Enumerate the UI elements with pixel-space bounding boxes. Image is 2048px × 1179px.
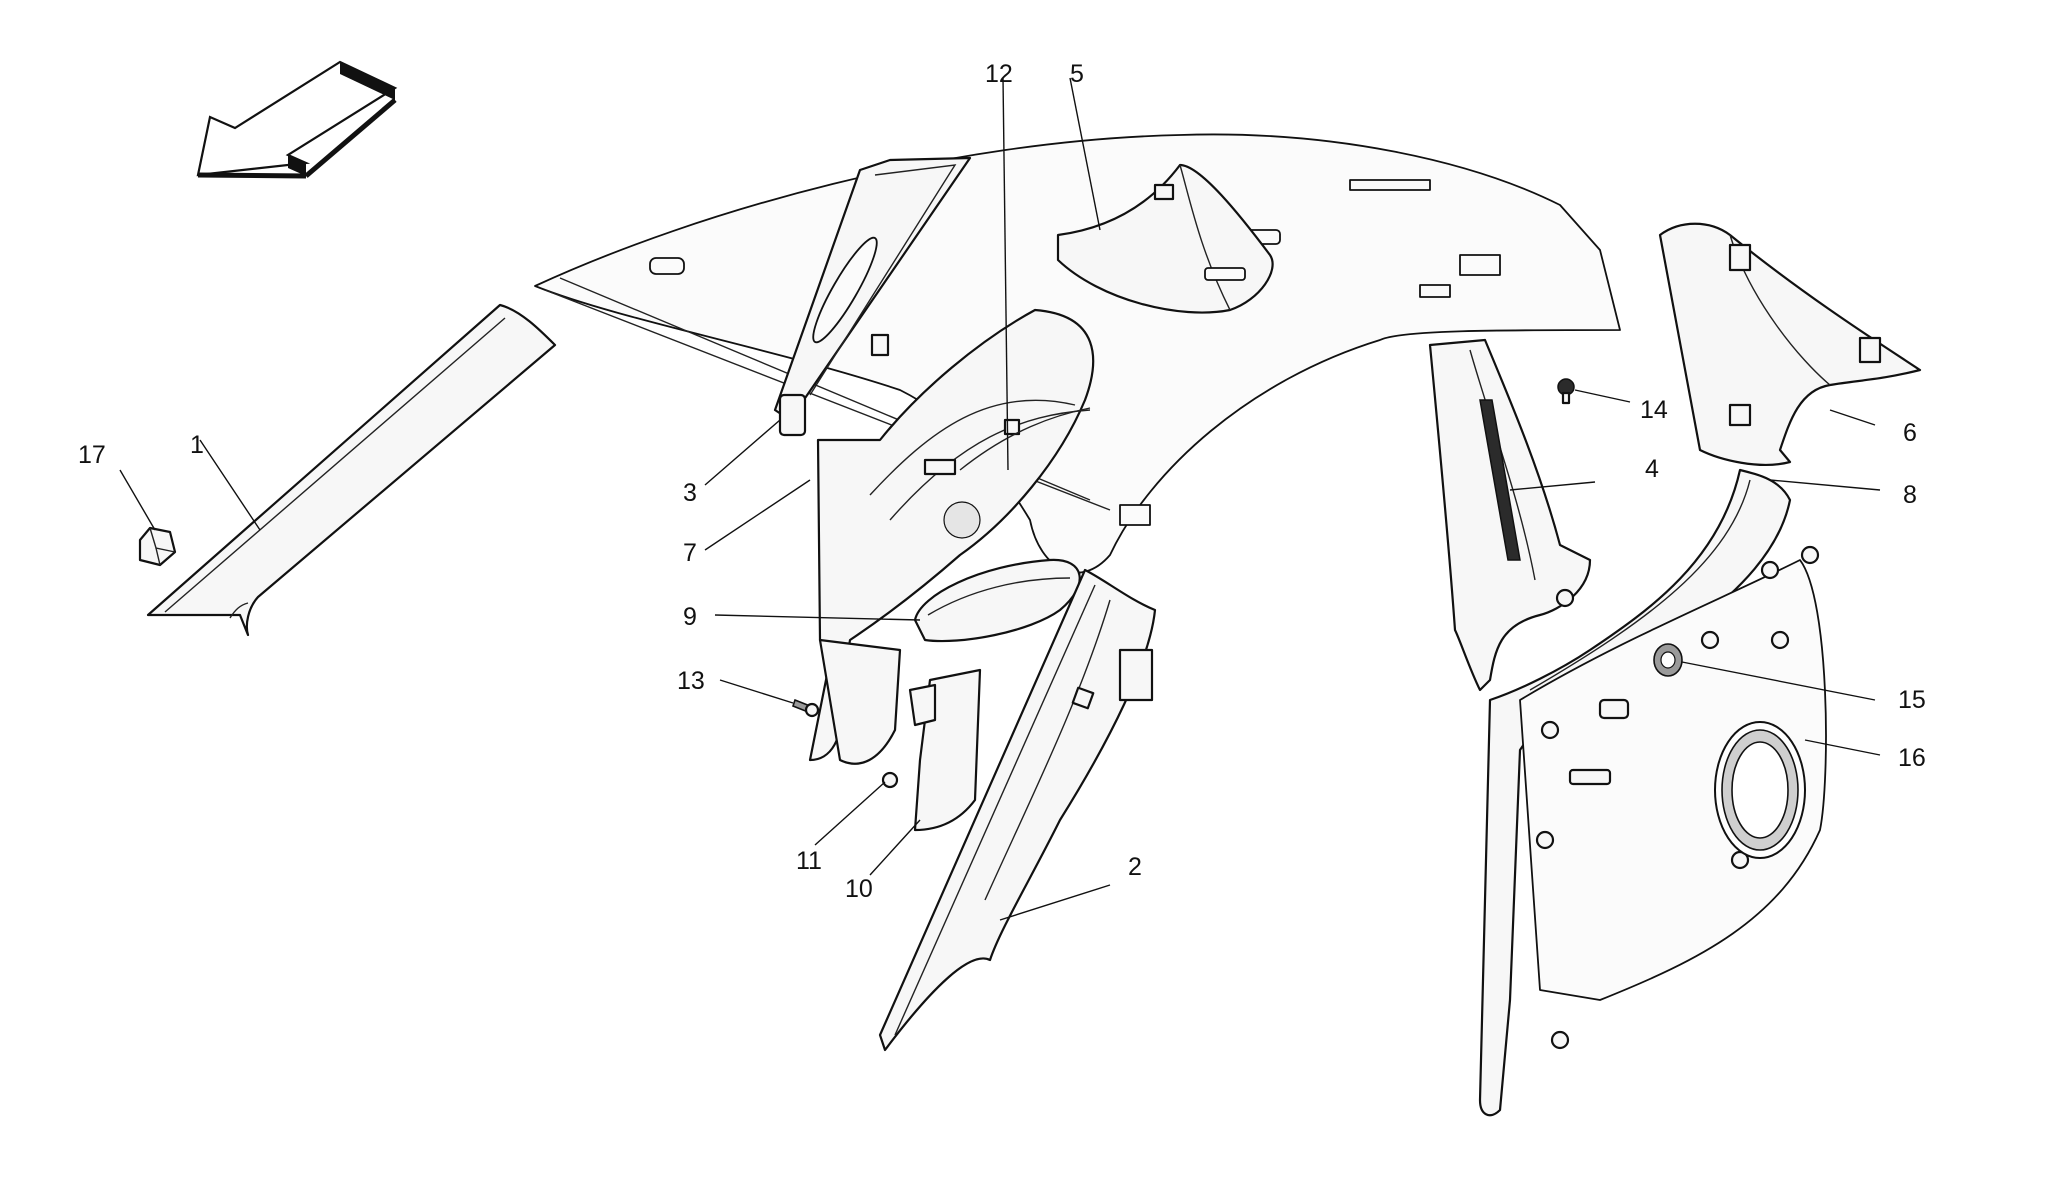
part-1-a-pillar-trim <box>146 303 557 637</box>
part-5-upper-quarter-trim <box>1056 163 1274 314</box>
callout-15: 15 <box>1898 686 1926 714</box>
part-8-rear-quarter-lower <box>1478 468 1827 1117</box>
part-14-clip <box>1557 378 1575 405</box>
callout-6: 6 <box>1903 419 1917 447</box>
callout-14: 14 <box>1640 396 1668 424</box>
part-17-clip <box>138 526 177 567</box>
part-11-mounting-bracket <box>818 638 902 789</box>
part-2-pillar-lower-trim <box>878 568 1157 1052</box>
part-15-grommet <box>1653 643 1683 677</box>
callout-3: 3 <box>683 479 697 507</box>
callout-8: 8 <box>1903 481 1917 509</box>
part-10-lower-panel <box>908 668 982 832</box>
callout-11: 11 <box>796 847 822 875</box>
callout-16: 16 <box>1898 744 1926 772</box>
part-16-speaker-ring <box>1714 721 1806 859</box>
callout-1: 1 <box>190 431 204 459</box>
callout-13: 13 <box>677 667 705 695</box>
callout-5: 5 <box>1070 60 1084 88</box>
callout-4: 4 <box>1645 455 1659 483</box>
part-3-pillar-upper-trim <box>773 156 972 437</box>
part-13-screw <box>792 698 820 718</box>
callout-2: 2 <box>1128 853 1142 881</box>
callout-17: 17 <box>78 441 106 469</box>
callout-7: 7 <box>683 539 697 567</box>
part-6-rear-quarter-upper <box>1658 222 1922 466</box>
leader-lines <box>119 77 1881 921</box>
part-12-seal-strip <box>959 407 1091 471</box>
callout-9: 9 <box>683 603 697 631</box>
part-4-c-pillar-trim <box>1428 338 1592 692</box>
part-9-armrest <box>913 558 1081 643</box>
direction-arrow-icon <box>196 60 398 179</box>
callout-10: 10 <box>845 875 873 903</box>
callout-12: 12 <box>985 60 1013 88</box>
